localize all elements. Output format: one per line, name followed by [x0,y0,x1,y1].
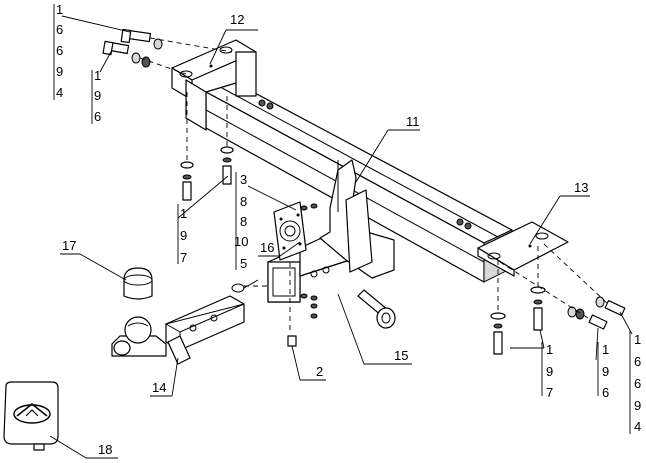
stack-item: 1 [602,342,609,357]
center-bolts [287,203,318,347]
ball-cap [123,267,153,300]
stack-item: 4 [634,419,641,434]
stack-item: 9 [94,88,101,103]
assembly-guide-lines [139,37,609,334]
stack-item: 9 [180,228,187,243]
stack-item: 9 [546,364,553,379]
ball-mount-bar [164,295,245,365]
stack-item: 4 [56,85,63,100]
right-mounting-bracket [477,221,569,277]
socket-mounting-plate [273,201,307,261]
stack-right-b: 1 9 6 [602,342,609,400]
callout-16: 16 [260,240,274,255]
left-top-bolt [120,28,163,50]
left-lower-bolts [180,146,234,201]
stack-item: 1 [634,332,641,347]
stack-item: 10 [234,234,248,249]
stack-item: 3 [240,172,247,187]
locking-pin [357,289,396,329]
callout-13: 13 [574,180,588,195]
stack-item: 6 [56,43,63,58]
stack-item: 1 [56,2,63,17]
logo-cover [3,381,59,451]
callout-leaders [49,15,633,459]
spring-clip [231,279,259,293]
stack-item: 6 [94,109,101,124]
stack-item: 1 [546,342,553,357]
callout-12: 12 [230,12,244,27]
stack-right-a: 1 9 7 [546,342,553,400]
stack-top-left-a: 1 6 6 9 4 [56,2,63,100]
stack-item: 9 [634,398,641,413]
tow-ball [111,316,167,357]
callout-18: 18 [98,442,112,457]
stack-item: 8 [240,194,247,209]
callout-11: 11 [406,114,420,129]
stack-item: 5 [240,256,247,271]
stack-brackets [53,4,631,434]
stack-item: 1 [94,68,101,83]
stack-center-left: 3 8 8 10 5 [234,172,248,271]
stack-top-left-b: 1 9 6 [94,68,101,124]
callout-17: 17 [62,238,76,253]
stack-item: 6 [56,22,63,37]
left-second-bolt [102,40,151,68]
callout-15: 15 [394,348,408,363]
stack-item: 7 [180,250,187,265]
stack-item: 6 [634,376,641,391]
stack-item: 8 [240,214,247,229]
callout-14: 14 [152,380,166,395]
callout-labels: 12 11 13 17 16 15 14 18 2 [62,12,588,457]
stack-right-c: 1 6 6 9 4 [634,332,641,434]
callout-2: 2 [316,364,323,379]
stack-item: 6 [602,385,609,400]
stack-item: 1 [180,206,187,221]
stack-item: 9 [602,364,609,379]
stack-item: 9 [56,64,63,79]
stack-item: 7 [546,385,553,400]
stack-mid-left: 1 9 7 [180,206,187,265]
stack-item: 6 [634,354,641,369]
